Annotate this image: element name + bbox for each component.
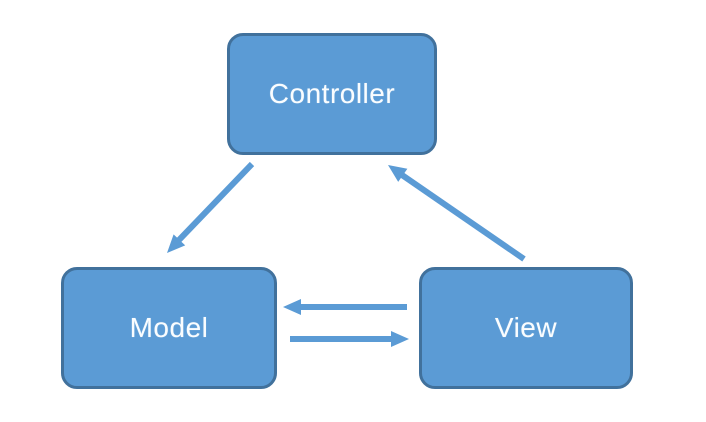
arrow-controller-to-model <box>167 161 255 253</box>
arrow-model-to-view <box>290 331 409 347</box>
node-model-label: Model <box>129 312 209 343</box>
arrow-view-to-model <box>283 299 407 315</box>
node-controller: Controller <box>227 33 437 155</box>
node-view-label: View <box>494 312 558 343</box>
node-model: Model <box>61 267 277 389</box>
arrow-view-to-controller <box>388 165 526 262</box>
node-view: View <box>419 267 633 389</box>
node-controller-label: Controller <box>268 78 396 109</box>
